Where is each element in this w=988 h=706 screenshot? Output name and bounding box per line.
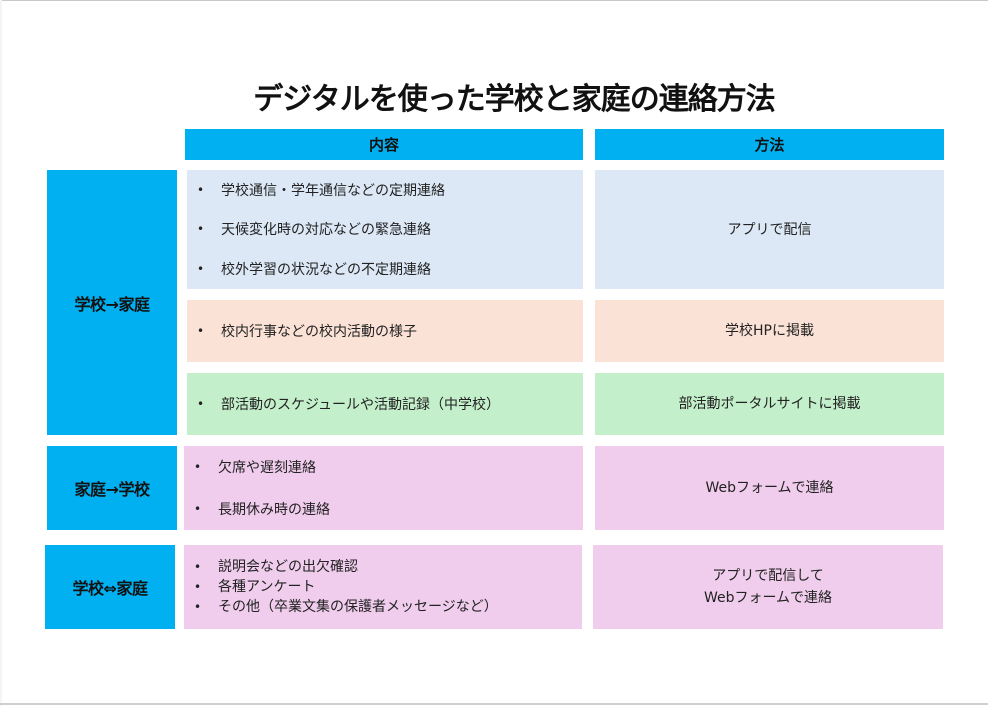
bullet-icon: • [194, 460, 202, 474]
list-item-text: その他（卒業文集の保護者メッセージなど） [218, 599, 498, 615]
method-cell-app-and-webform: アプリで配信して Webフォームで連絡 [593, 545, 943, 629]
content-cell-club-activities: • 部活動のスケジュールや活動記録（中学校） [187, 373, 583, 435]
method-text: 部活動ポータルサイトに掲載 [678, 396, 861, 412]
method-text: Webフォームで連絡 [705, 480, 834, 496]
method-cell-app: アプリで配信 [595, 170, 944, 289]
list-item: • 部活動のスケジュールや活動記録（中学校） [197, 394, 583, 414]
bullet-icon: • [197, 324, 205, 338]
bullet-icon: • [197, 397, 205, 411]
list-item-text: 校内行事などの校内活動の様子 [221, 324, 417, 340]
group-label-text: 学校⇔家庭 [72, 579, 148, 598]
list-item: • 天候変化時の対応などの緊急連絡 [197, 219, 583, 239]
bullet-icon: • [197, 222, 205, 237]
bullet-icon: • [197, 262, 205, 277]
header-method: 方法 [595, 129, 944, 160]
list-item: • 説明会などの出欠確認 [194, 557, 582, 577]
header-content-label: 内容 [368, 136, 399, 154]
bullet-icon: • [194, 580, 202, 594]
group-label-bidirectional: 学校⇔家庭 [45, 545, 175, 629]
list-item-text: 学校通信・学年通信などの定期連絡 [221, 182, 445, 199]
frame-left-border [0, 0, 2, 706]
list-item-text: 天候変化時の対応などの緊急連絡 [221, 222, 431, 239]
list-item: • 校外学習の状況などの不定期連絡 [197, 259, 583, 279]
list-item-text: 長期休み時の連絡 [218, 502, 330, 518]
frame-bottom-border [0, 703, 988, 705]
content-cell-absence: • 欠席や遅刻連絡 • 長期休み時の連絡 [184, 446, 583, 530]
method-text-line-2: Webフォームで連絡 [703, 590, 833, 606]
method-cell-webform: Webフォームで連絡 [595, 446, 944, 530]
bullet-icon: • [194, 600, 202, 614]
method-cell-club-portal: 部活動ポータルサイトに掲載 [595, 373, 944, 435]
list-item-text: 説明会などの出欠確認 [218, 559, 358, 575]
header-method-label: 方法 [754, 136, 785, 154]
list-item: • 欠席や遅刻連絡 [194, 457, 583, 477]
group-label-home-to-school: 家庭→学校 [47, 446, 177, 530]
list-item-text: 欠席や遅刻連絡 [218, 460, 316, 476]
content-cell-school-activities: • 校内行事などの校内活動の様子 [187, 300, 583, 362]
group-label-school-to-home: 学校→家庭 [47, 170, 177, 435]
list-item-text: 各種アンケート [218, 579, 316, 595]
content-cell-surveys: • 説明会などの出欠確認 • 各種アンケート • その他（卒業文集の保護者メッセージな… [184, 545, 582, 629]
list-item: • 長期休み時の連絡 [194, 499, 583, 519]
group-label-text: 家庭→学校 [74, 480, 150, 499]
list-item: • 各種アンケート [194, 577, 582, 597]
method-cell-school-hp: 学校HPに掲載 [595, 300, 944, 362]
method-text: アプリで配信 [727, 221, 812, 238]
method-text-line-1: アプリで配信して [712, 568, 824, 584]
content-cell-regular-notices: • 学校通信・学年通信などの定期連絡 • 天候変化時の対応などの緊急連絡 • 校外学習… [187, 170, 583, 289]
bullet-icon: • [197, 182, 205, 197]
list-item-text: 部活動のスケジュールや活動記録（中学校） [221, 397, 501, 413]
method-text: 学校HPに掲載 [725, 323, 814, 339]
list-item-text: 校外学習の状況などの不定期連絡 [221, 262, 431, 279]
group-label-text: 学校→家庭 [74, 294, 150, 314]
bullet-icon: • [194, 560, 202, 574]
list-item: • 学校通信・学年通信などの定期連絡 [197, 180, 583, 200]
list-item: • その他（卒業文集の保護者メッセージなど） [194, 597, 582, 617]
frame-top-border [0, 0, 988, 1]
bullet-icon: • [194, 502, 202, 516]
header-content: 内容 [185, 129, 583, 160]
page-title: デジタルを使った学校と家庭の連絡方法 [253, 82, 775, 117]
list-item: • 校内行事などの校内活動の様子 [197, 321, 583, 341]
